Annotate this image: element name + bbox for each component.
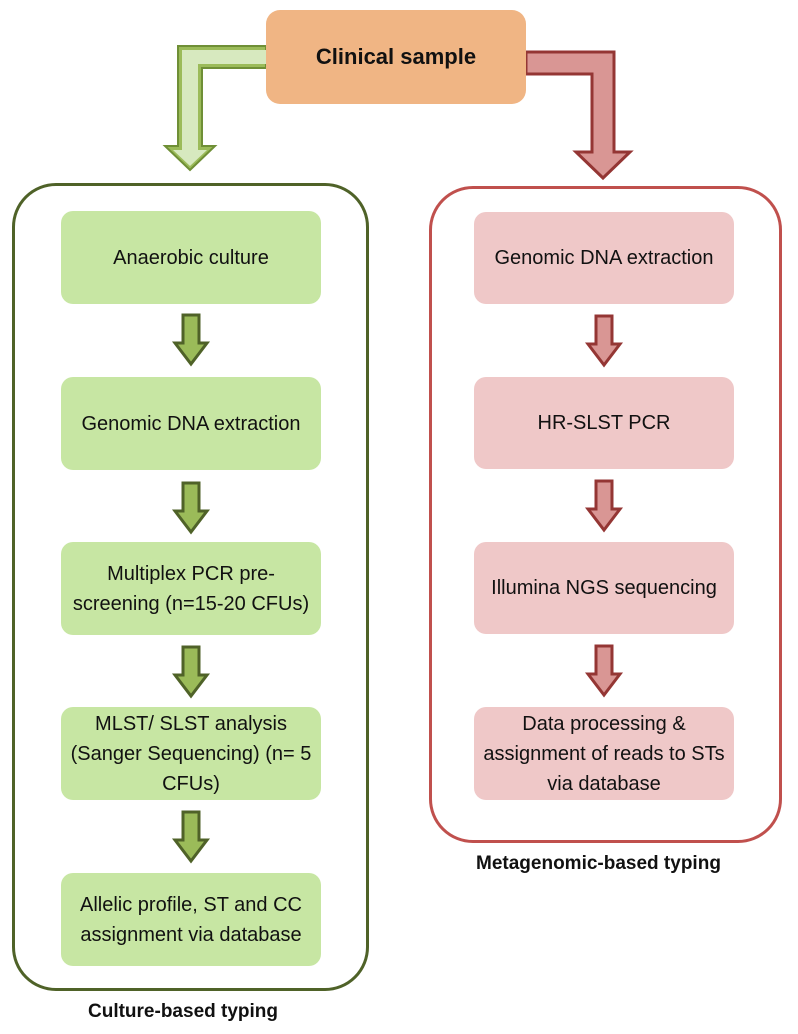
down-arrow-left-2 [171,481,211,535]
clinical-sample-box: Clinical sample [266,10,526,104]
left-step-anaerobic-culture: Anaerobic culture [61,211,321,304]
down-arrow-right-3 [584,644,624,698]
down-arrow-left-1 [171,313,211,367]
right-step-genomic-dna-extraction: Genomic DNA extraction [474,212,734,304]
metagenomic-based-panel [429,186,782,843]
down-arrow-left-4 [171,810,211,864]
down-arrow-right-2 [584,479,624,533]
down-arrow-left-3 [171,645,211,699]
left-step-multiplex-pcr: Multiplex PCR pre-screening (n=15-20 CFU… [61,542,321,635]
left-step-genomic-dna-extraction: Genomic DNA extraction [61,377,321,470]
down-arrow-right-1 [584,314,624,368]
left-step-mlst-slst: MLST/ SLST analysis (Sanger Sequencing) … [61,707,321,800]
right-step-data-processing: Data processing & assignment of reads to… [474,707,734,800]
bent-arrow-right [524,50,634,181]
left-step-allelic-profile: Allelic profile, ST and CC assignment vi… [61,873,321,966]
culture-based-panel [12,183,369,991]
culture-based-caption: Culture-based typing [88,1001,279,1022]
metagenomic-based-caption: Metagenomic-based typing [476,853,721,874]
right-step-hr-slst-pcr: HR-SLST PCR [474,377,734,469]
right-step-illumina-ngs: Illumina NGS sequencing [474,542,734,634]
